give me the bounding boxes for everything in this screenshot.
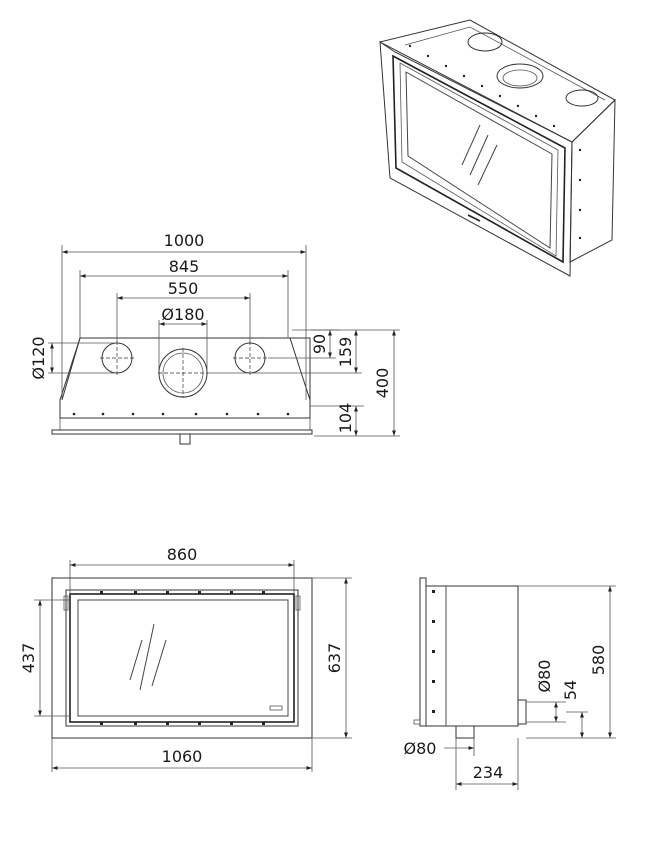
dim-inlet-height: 54	[561, 680, 580, 700]
face-rivets	[100, 591, 265, 725]
dim-main-flue-dia: Ø180	[161, 305, 204, 324]
dim-outer-height: 637	[325, 643, 344, 674]
glass-reflection-iso	[461, 124, 498, 186]
dim-side-flue-dia: Ø120	[29, 336, 48, 379]
face-view: 860 1060 437 637	[19, 545, 352, 772]
iso-flue-right	[565, 89, 599, 107]
isometric-view	[378, 19, 616, 277]
dim-inlet-dia-bottom: Ø80	[404, 739, 437, 758]
side-rivets	[432, 590, 435, 713]
side-view: 580 Ø80 54 Ø80 234	[404, 577, 616, 790]
dim-main-offset: 159	[336, 337, 355, 368]
dim-width-mid: 845	[169, 257, 200, 276]
glass-reflection-face	[129, 623, 167, 691]
iso-flue-main	[496, 63, 544, 89]
front-view: 1000 845 550 Ø180 Ø120 90 159 104	[29, 231, 400, 445]
iso-flue-left	[467, 32, 503, 52]
dim-flue-spacing: 550	[168, 279, 199, 298]
dim-glass-width: 860	[167, 545, 198, 564]
dim-base-height: 104	[336, 403, 355, 434]
dim-width-total: 1000	[164, 231, 205, 250]
dim-inlet-dia-rear: Ø80	[535, 660, 554, 693]
dim-side-height: 580	[589, 645, 608, 676]
dim-height-total: 400	[373, 368, 392, 399]
dim-inlet-depth: 234	[473, 763, 504, 782]
dim-outer-width: 1060	[162, 747, 203, 766]
dim-side-offset: 90	[310, 334, 329, 354]
dim-glass-height: 437	[19, 643, 38, 674]
front-rivets	[72, 412, 290, 416]
iso-rivets	[408, 44, 582, 240]
